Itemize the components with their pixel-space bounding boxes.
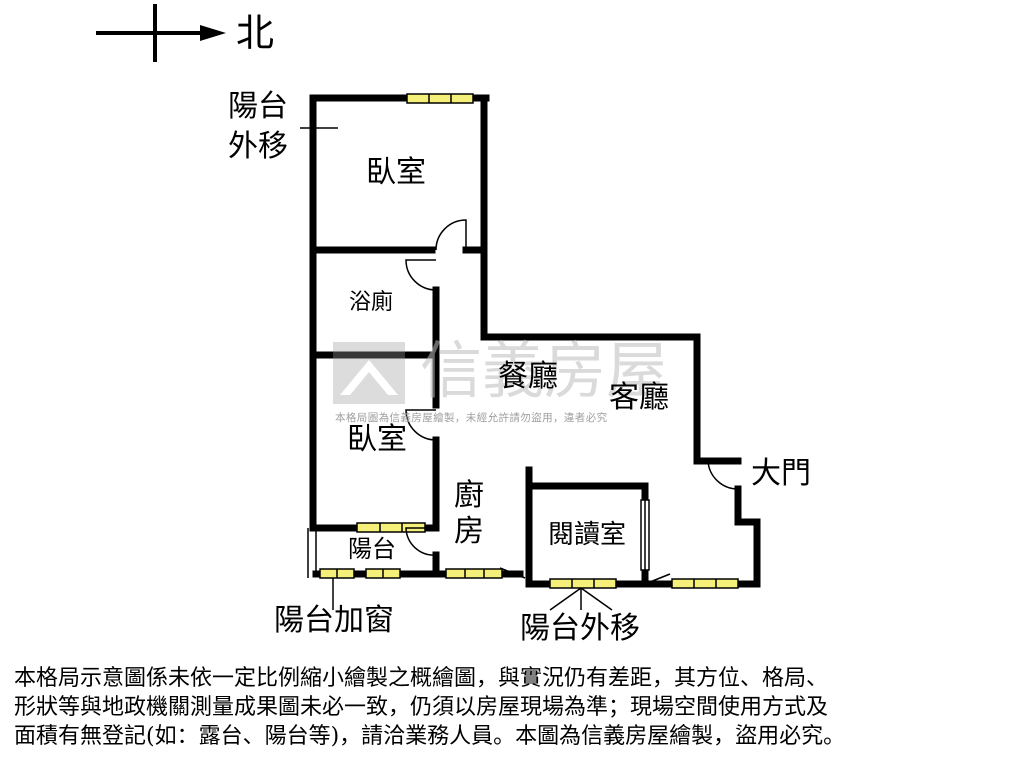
room-kitchen-char1: 廚: [454, 478, 484, 513]
disclaimer-line-3: 面積有無登記(如：露台、陽台等)，請洽業務人員。本圖為信義房屋繪製，盜用必究。: [14, 724, 846, 749]
room-bath: 浴廁: [349, 290, 394, 315]
main-door-label: 大門: [751, 456, 811, 491]
disclaimer: 本格局示意圖係未依一定比例縮小繪製之概繪圖，與實況仍有差距，其方位、格局、 形狀…: [14, 664, 1014, 751]
watermark-notice: 本格局圖為信義房屋繪製，未經允許請勿盜用，違者必究: [335, 412, 608, 424]
room-reading: 閱讀室: [548, 520, 627, 550]
room-kitchen-char2: 房: [454, 514, 484, 549]
room-living: 客廳: [609, 380, 669, 415]
room-dining: 餐廳: [498, 359, 558, 394]
balcony-thin-outline: [307, 528, 317, 578]
room-bedroom-mid: 臥室: [347, 422, 407, 457]
compass-arrow: [96, 4, 226, 62]
watermark-brand: 信義房屋: [420, 334, 669, 407]
windows: [319, 93, 739, 589]
doors: [405, 219, 739, 556]
balcony-moved-out-line1: 陽台: [228, 89, 288, 124]
annotation-lines: [300, 127, 671, 611]
watermark-logo: [333, 342, 405, 404]
disclaimer-line-2: 形狀等與地政機關測量成果圖未必一致，仍須以房屋現場為準；現場空間使用方式及: [14, 695, 829, 720]
sliding-door: [640, 499, 650, 571]
room-balcony: 陽台: [348, 535, 396, 563]
disclaimer-line-1: 本格局示意圖係未依一定比例縮小繪製之概繪圖，與實況仍有差距，其方位、格局、: [14, 666, 829, 691]
north-label: 北: [236, 11, 275, 55]
room-bedroom-top: 臥室: [366, 155, 426, 190]
balcony-moved-out-bottom-label: 陽台外移: [520, 611, 640, 646]
balcony-moved-out-line2: 外移: [228, 129, 288, 164]
floor-plan: [96, 4, 761, 611]
balcony-window-label: 陽台加窗: [274, 603, 394, 638]
